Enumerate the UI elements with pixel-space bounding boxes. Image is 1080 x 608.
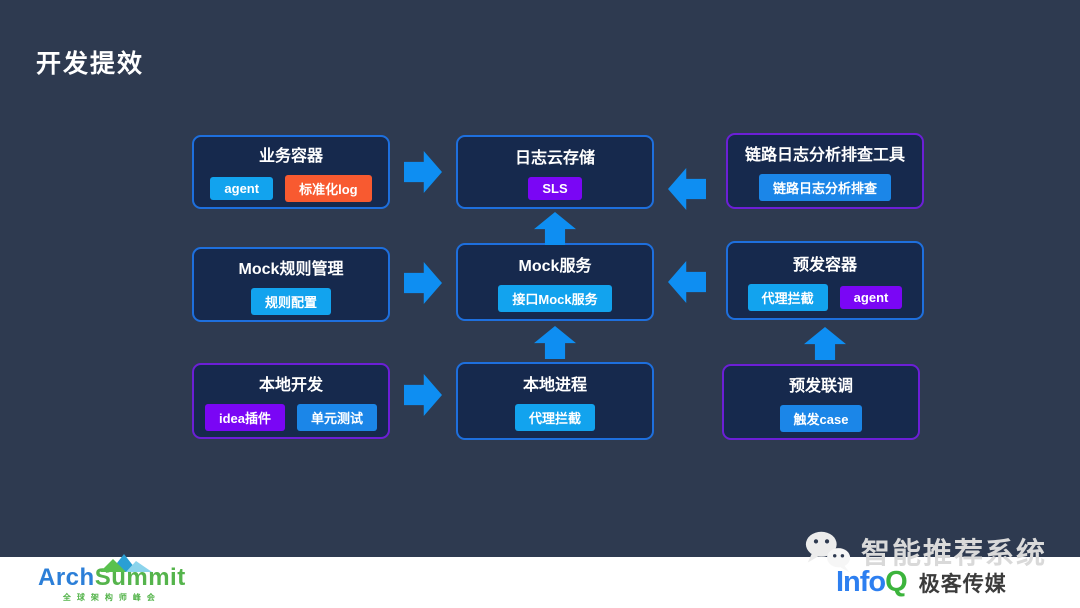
tag-row: 接口Mock服务 — [498, 285, 612, 312]
mountain-icon — [100, 554, 152, 572]
node-local-process: 本地进程 代理拦截 — [456, 362, 654, 440]
tag-trigger-case: 触发case — [779, 405, 863, 432]
archsummit-name-part1: Arch — [38, 564, 95, 591]
tag-sls: SLS — [528, 177, 582, 200]
tag-agent: agent — [210, 177, 274, 200]
watermark-text: 智能推荐系统 — [860, 538, 1047, 570]
tag-unit-test: 单元测试 — [297, 404, 378, 431]
tag-row: 代理拦截 agent — [747, 283, 903, 311]
infoq-wordmark: InfoQ — [836, 566, 908, 599]
watermark: 智能推荐系统 — [803, 529, 1047, 573]
tag-api-mock-service: 接口Mock服务 — [498, 285, 612, 312]
node-trace-log-analysis-tool: 链路日志分析排查工具 链路日志分析排查 — [726, 133, 924, 209]
infoq-logo: InfoQ 极客传媒 — [836, 566, 1007, 599]
tag-agent: agent — [839, 285, 903, 309]
tag-proxy-intercept: 代理拦截 — [514, 404, 595, 431]
node-local-development: 本地开发 idea插件 单元测试 — [192, 363, 390, 439]
arrow-up-mock-to-log-icon — [534, 212, 576, 245]
tag-row: 触发case — [779, 405, 863, 432]
archsummit-wordmark: ArchSummit — [38, 554, 186, 591]
arrow-up-debug-to-staging-icon — [804, 327, 846, 360]
tag-row: 链路日志分析排查 — [758, 174, 891, 201]
arrow-left-row1-icon — [668, 168, 706, 210]
arrow-up-local-to-mock-icon — [534, 326, 576, 359]
page-title: 开发提效 — [36, 50, 145, 78]
infoq-name-part2: Q — [885, 566, 908, 598]
tag-idea-plugin: idea插件 — [204, 404, 285, 431]
footer-band — [0, 557, 1080, 608]
node-title: 本地开发 — [258, 377, 323, 394]
node-title: 业务容器 — [258, 148, 323, 165]
node-mock-service: Mock服务 接口Mock服务 — [456, 243, 654, 321]
tag-proxy-intercept: 代理拦截 — [747, 283, 828, 311]
arrow-right-row2-icon — [404, 262, 442, 304]
archsummit-logo: ArchSummit 全球架构师峰会 — [38, 554, 186, 603]
node-title: 预发联调 — [788, 378, 853, 395]
infoq-name-part1: Info — [836, 566, 886, 598]
node-staging-joint-debug: 预发联调 触发case — [722, 364, 920, 440]
arrow-right-row1-icon — [404, 151, 442, 193]
node-staging-container: 预发容器 代理拦截 agent — [726, 241, 924, 320]
node-title: Mock服务 — [518, 258, 592, 275]
node-title: 日志云存储 — [514, 150, 595, 167]
node-business-container: 业务容器 agent 标准化log — [192, 135, 390, 209]
node-title: 预发容器 — [792, 256, 857, 274]
tag-standard-log: 标准化log — [285, 175, 372, 202]
archsummit-subtitle: 全球架构师峰会 — [62, 593, 161, 602]
node-mock-rule-management: Mock规则管理 规则配置 — [192, 247, 390, 322]
node-title: Mock规则管理 — [238, 260, 344, 278]
node-title: 本地进程 — [522, 377, 587, 394]
arrow-right-row3-icon — [404, 374, 442, 416]
tag-row: idea插件 单元测试 — [204, 404, 378, 431]
wechat-icon — [805, 531, 851, 573]
infoq-media-name: 极客传媒 — [918, 573, 1007, 596]
tag-row: 代理拦截 — [514, 404, 595, 431]
node-title: 链路日志分析排查工具 — [744, 147, 905, 164]
arrow-left-row2-icon — [668, 261, 706, 303]
tag-row: SLS — [528, 177, 582, 200]
tag-row: 规则配置 — [250, 287, 331, 315]
tag-trace-log-analysis: 链路日志分析排查 — [758, 174, 891, 201]
tag-row: agent 标准化log — [210, 175, 372, 202]
node-log-cloud-storage: 日志云存储 SLS — [456, 135, 654, 209]
tag-rule-config: 规则配置 — [250, 287, 331, 315]
